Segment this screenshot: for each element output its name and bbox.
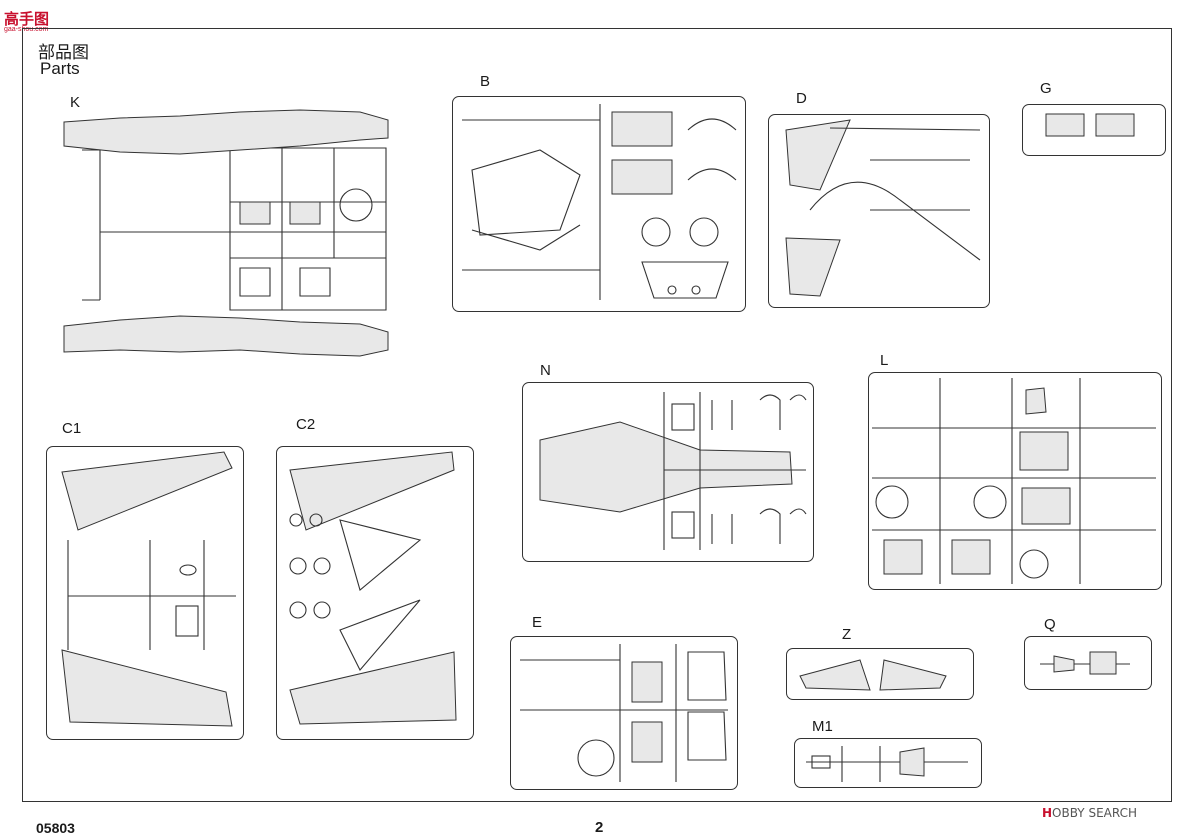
sprue-label-m1: M1: [812, 718, 833, 735]
sprue-label-k: K: [70, 94, 81, 111]
page-frame: [22, 28, 1172, 802]
sprue-k-art: [63, 109, 389, 357]
sprue-label-q: Q: [1044, 616, 1056, 633]
sprue-e: [510, 636, 738, 790]
sprue-n-art: [539, 392, 807, 550]
page-title-zh: 部品图: [38, 43, 89, 62]
sprue-l-art: [872, 378, 1156, 584]
sprue-label-l: L: [880, 352, 889, 369]
sprue-label-c1: C1: [62, 420, 82, 437]
sprue-label-z: Z: [842, 626, 852, 643]
sprue-c2-art: [289, 451, 457, 725]
sprue-label-b: B: [480, 73, 491, 90]
sprue-z-art: [799, 659, 947, 691]
sprue-label-d: D: [796, 90, 807, 107]
sprue-q: [1024, 636, 1152, 690]
sprue-m1: [794, 738, 982, 788]
watermark: HOBBY SEARCH: [1042, 806, 1137, 820]
sprue-c1-art: [61, 451, 236, 727]
sprue-e-art: [520, 644, 728, 782]
sprue-d-art: [785, 119, 981, 297]
sprue-label-n: N: [540, 362, 551, 379]
page-number: 2: [595, 819, 604, 836]
sprue-b: [452, 96, 746, 312]
sprue-label-c2: C2: [296, 416, 316, 433]
sprue-m1-art: [806, 746, 968, 782]
sprue-label-g: G: [1040, 80, 1052, 97]
page-title-en: Parts: [40, 59, 80, 78]
sprue-g-art: [1045, 113, 1135, 137]
sprue-b-art: [462, 104, 737, 300]
logo: 高手图 gaa-shou.com: [4, 11, 50, 33]
sprue-label-e: E: [532, 614, 543, 631]
product-code: 05803: [36, 820, 75, 836]
sprue-q-art: [1040, 651, 1130, 675]
